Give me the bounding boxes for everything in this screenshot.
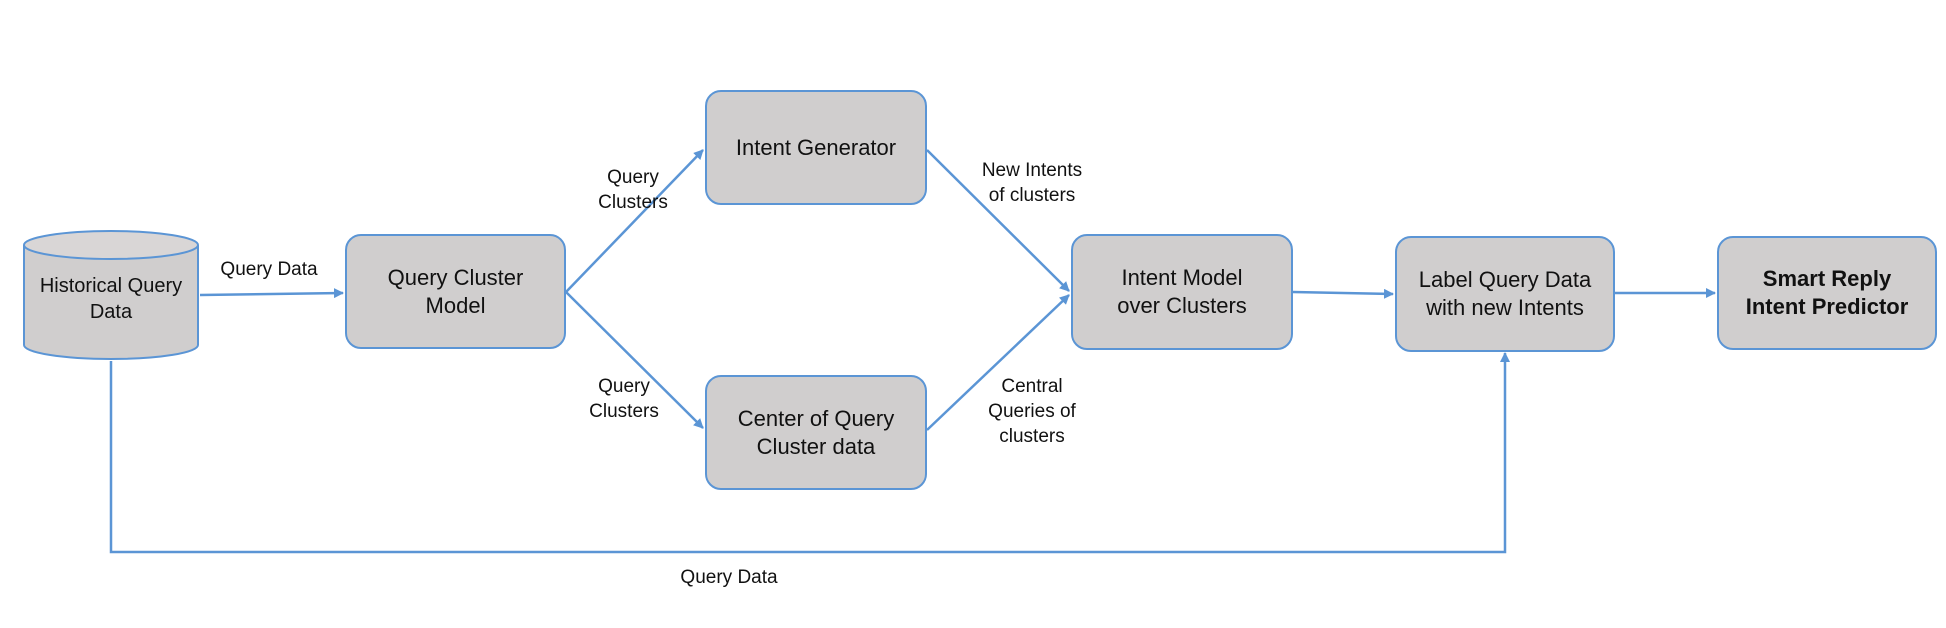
node-center-of-query-cluster-data: Center of Query Cluster data [705,375,927,490]
edge-historical-to-cluster-model [199,288,344,299]
node-intent-generator: Intent Generator [705,90,927,205]
edge-label-central-queries: Central Queries of clusters [972,374,1092,449]
node-cluster-model-line2: Model [425,292,486,318]
node-smart-reply-intent-predictor: Smart Reply Intent Predictor [1717,236,1937,350]
edge-label-text: Query [607,167,659,188]
edge-label-text: Queries of [988,401,1076,422]
node-cluster-model-line1: Query Cluster [387,264,524,290]
node-historical-label-line2: Data [89,301,133,323]
edge-label-text: Query Data [680,567,778,588]
edge-center-query-to-intent-model [926,294,1070,431]
node-center-query-line2: Cluster data [756,433,876,459]
node-smart-reply-line2: Intent Predictor [1745,294,1909,319]
edge-label-text: Clusters [598,192,668,213]
edge-label-text: New Intents [981,160,1083,181]
edge-label-query-data-top: Query Data [209,257,329,282]
node-label-query-data: Label Query Data with new Intents [1395,236,1615,352]
edge-label-text: clusters [999,426,1065,447]
edge-label-query-data-bottom: Query Data [669,565,789,590]
edge-label-query-clusters-down: Query Clusters [574,374,674,424]
edge-label-text: of clusters [988,185,1076,206]
node-center-query-line1: Center of Query [737,405,895,431]
edge-cluster-model-to-intent-generator [565,149,704,293]
node-query-cluster-model: Query Cluster Model [345,234,566,349]
edge-intent-generator-to-intent-model [926,149,1070,292]
database-cylinder-icon [23,230,199,360]
node-intent-model-line1: Intent Model [1121,265,1243,290]
edge-label-new-intents: New Intents of clusters [962,158,1102,208]
edge-label-text: Central [1001,376,1063,397]
node-smart-reply-line1: Smart Reply [1762,266,1892,291]
edge-label-query-clusters-up: Query Clusters [583,165,683,215]
edge-label-text: Query Data [220,259,318,280]
node-intent-model-over-clusters: Intent Model over Clusters [1071,234,1293,350]
edge-label-text: Clusters [589,401,659,422]
node-label-query-line2: with new Intents [1426,295,1584,320]
edge-intent-model-to-label-query [1292,288,1394,299]
node-historical-query-data: Historical Query Data [24,262,198,336]
edge-historical-to-label-query [109,352,1510,554]
node-intent-model-line2: over Clusters [1117,293,1247,318]
node-label-query-line1: Label Query Data [1418,267,1592,292]
edge-cluster-model-to-center-query [565,291,704,429]
node-historical-label-line1: Historical Query [39,275,183,297]
node-intent-generator-line1: Intent Generator [735,134,897,160]
edge-label-text: Query [598,376,650,397]
